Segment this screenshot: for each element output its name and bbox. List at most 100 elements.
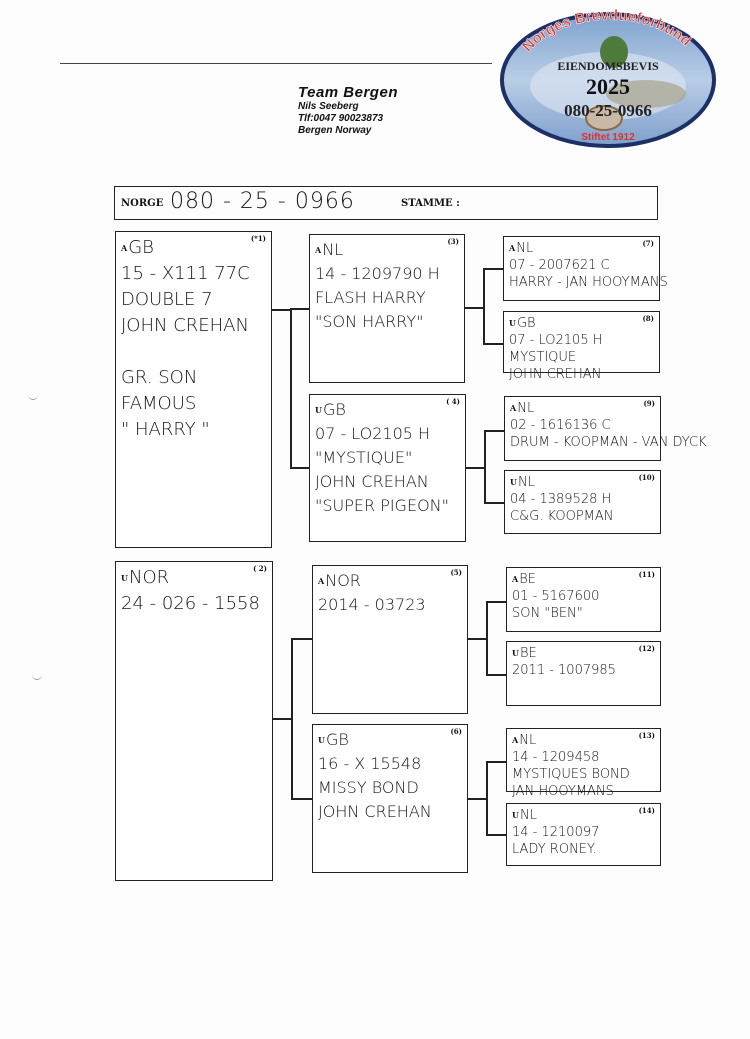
logo-title: EIENDOMSBEVIS <box>557 59 659 73</box>
pedigree-line: "SON HARRY" <box>315 312 424 331</box>
connector <box>290 308 292 468</box>
sex-marker: U <box>121 573 128 583</box>
box-number: (*1) <box>250 234 266 243</box>
country-code: NL <box>517 475 535 490</box>
pedigree-line: MYSTIQUE <box>509 350 577 365</box>
punch-mark <box>32 674 42 680</box>
pedigree-line: 2014 - 03723 <box>318 595 426 614</box>
pedigree-line: FAMOUS <box>121 393 197 414</box>
pedigree-line: DOUBLE 7 <box>121 289 213 310</box>
logo-ring: 080-25-0966 <box>564 101 652 120</box>
country-code: NL <box>322 240 344 259</box>
connector <box>290 467 310 469</box>
punch-mark <box>28 394 38 400</box>
box-number: (3) <box>447 237 460 246</box>
pedigree-line: 07 - LO2105 H <box>315 424 431 443</box>
country-line: UNOR <box>121 565 268 591</box>
pedigree-line: C&G. KOOPMAN <box>510 509 614 524</box>
phone: Tlf:0047 90023873 <box>298 113 384 124</box>
connector <box>484 430 504 432</box>
box-number: (8) <box>642 314 655 323</box>
country-code: GB <box>516 316 536 331</box>
country-code: NL <box>516 241 534 256</box>
connector <box>467 638 487 640</box>
pedigree-line: "SUPER PIGEON" <box>315 496 449 515</box>
connector <box>291 638 293 799</box>
pedigree-line: 01 - 5167600 <box>512 589 600 604</box>
sex-marker: A <box>512 574 519 584</box>
country-code: NOR <box>128 567 170 588</box>
box-number: (12) <box>638 644 655 653</box>
pedigree-line: LADY RONEY. <box>512 842 597 857</box>
pedigree-line: MYSTIQUES BOND <box>512 767 630 782</box>
country-line: UNL <box>510 474 656 491</box>
connector <box>467 798 487 800</box>
country-line: UGB <box>318 728 463 752</box>
connector <box>484 430 486 503</box>
strain-label: STAMME : <box>401 198 460 209</box>
connector <box>486 674 506 676</box>
sex-marker: U <box>512 648 519 658</box>
ownership-seal-logo: Norges Brevdueforbund EIENDOMSBEVIS 2025… <box>500 7 716 148</box>
country-code: BE <box>519 572 536 587</box>
pedigree-line: FLASH HARRY <box>315 288 426 307</box>
country-code: NL <box>517 401 535 416</box>
box-number: (5) <box>450 568 463 577</box>
pedigree-line: 14 - 1209458 <box>512 750 600 765</box>
country-line: UBE <box>512 645 656 662</box>
pedigree-line: " HARRY " <box>121 419 210 440</box>
pedigree-line: JOHN CREHAN <box>318 802 432 821</box>
ring-id-bar: NORGE 080 - 25 - 0966 STAMME : <box>114 186 658 220</box>
pedigree-line: 2011 - 1007985 <box>512 663 616 678</box>
connector <box>486 834 506 836</box>
owner-name: Nils Seeberg <box>298 101 359 112</box>
sex-marker: A <box>121 243 128 253</box>
connector <box>464 307 484 309</box>
box-number: (6) <box>450 727 463 736</box>
team-name: Team Bergen <box>298 84 398 101</box>
connector <box>290 308 310 310</box>
connector <box>486 761 488 835</box>
box-number: (7) <box>642 239 655 248</box>
sex-marker: A <box>318 576 325 586</box>
connector <box>272 718 292 720</box>
pedigree-line: 16 - X 15548 <box>318 754 422 773</box>
pedigree-line: 24 - 026 - 1558 <box>121 593 260 614</box>
pedigree-line: HARRY - JAN HOOYMANS <box>509 275 668 290</box>
connector <box>291 638 312 640</box>
country-code: NL <box>519 733 537 748</box>
sex-marker: A <box>512 735 519 745</box>
pedigree-line: JOHN CREHAN <box>121 315 249 336</box>
connector <box>486 761 506 763</box>
box-number: (11) <box>638 570 655 579</box>
connector <box>483 268 485 344</box>
sex-marker: A <box>509 243 516 253</box>
box-number: ( 4) <box>446 397 460 406</box>
country-line: ANL <box>512 732 656 749</box>
box-number: (13) <box>638 731 655 740</box>
connector <box>486 601 488 675</box>
pedigree-line: "MYSTIQUE" <box>315 448 413 467</box>
country-line: UGB <box>509 315 655 332</box>
sex-marker: U <box>318 735 325 745</box>
pedigree-line: 02 - 1616136 C <box>510 418 611 433</box>
pedigree-line: 04 - 1389528 H <box>510 492 612 507</box>
connector <box>484 502 504 504</box>
breeder-header: Team Bergen Nils Seeberg Tlf:0047 900238… <box>298 84 398 137</box>
connector <box>483 343 503 345</box>
country-line: UNL <box>512 807 656 824</box>
sex-marker: U <box>509 318 516 328</box>
connector <box>483 268 503 270</box>
